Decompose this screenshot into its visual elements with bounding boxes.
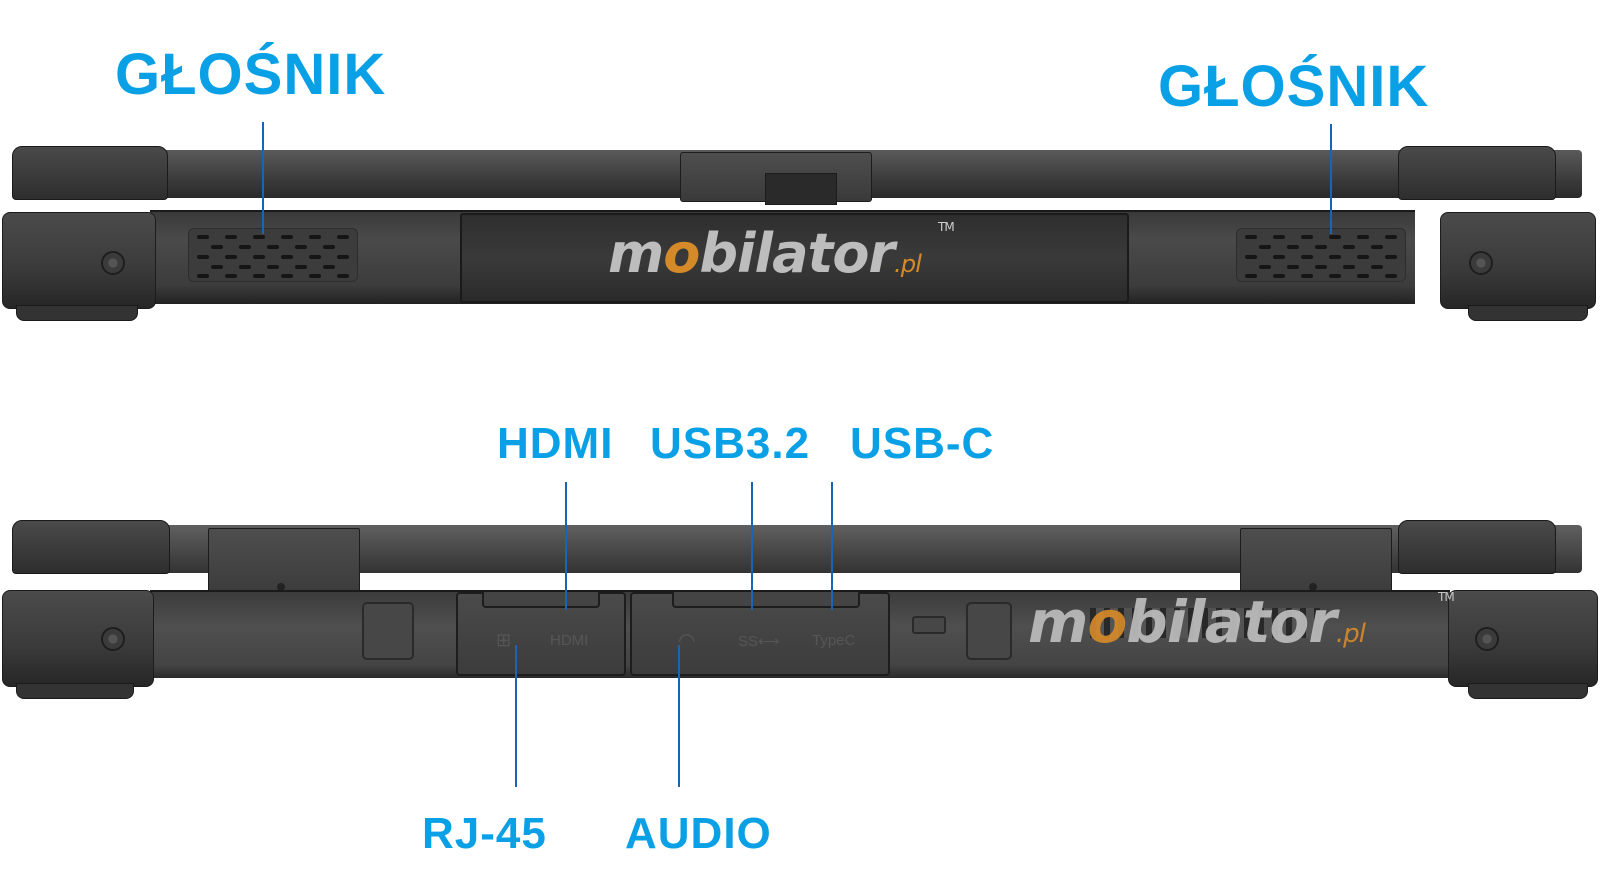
mobilator-logo: mobilator.pl TM [1028, 588, 1455, 656]
mobilator-logo: mobilator.pl TM [608, 220, 955, 285]
hinge-left [208, 528, 360, 600]
label-hdmi: HDMI [497, 419, 614, 468]
screw-icon [1475, 627, 1499, 651]
lan-icon: ⊞ [496, 630, 512, 650]
screw-icon [1469, 251, 1493, 275]
etched-typec: TypeC [812, 632, 856, 649]
label-rj45: RJ-45 [422, 809, 547, 858]
foot-right [1468, 305, 1588, 321]
base [150, 590, 1450, 678]
foot-left [16, 305, 138, 321]
center-latch-inner [765, 173, 837, 205]
bumper-left [2, 590, 154, 687]
logo-panel [460, 213, 1129, 303]
speaker-grille-left [188, 228, 358, 282]
screw-icon [101, 627, 125, 651]
leader-rj45 [515, 645, 517, 787]
port-door-lan-hdmi[interactable]: ⊞ HDMI [456, 592, 626, 676]
foot-right [1468, 683, 1588, 699]
leader-usb32 [751, 482, 753, 610]
bumper-right [1448, 590, 1598, 687]
leader-left-speaker [262, 122, 264, 234]
top-view: GŁOŚNIK GŁOŚNIK mobilator.pl TM [0, 0, 1600, 340]
foot-left [16, 683, 134, 699]
leader-audio [678, 645, 680, 787]
kensington-slot-cover [362, 602, 414, 660]
port-door-audio-usb[interactable]: ◠ SS⟷ TypeC [630, 592, 890, 676]
etched-usb: SS⟷ [738, 633, 780, 650]
dc-in-cover [966, 602, 1012, 660]
label-right-speaker: GŁOŚNIK [1158, 54, 1430, 119]
hinge-right [1240, 528, 1392, 600]
screw-icon [101, 251, 125, 275]
bumper-right [1440, 212, 1596, 309]
bumper-left [2, 212, 156, 309]
label-usbc: USB-C [850, 419, 995, 468]
label-usb32: USB3.2 [650, 419, 811, 468]
label-left-speaker: GŁOŚNIK [115, 42, 387, 107]
etched-hdmi: HDMI [550, 632, 589, 649]
lid-corner-right [1398, 520, 1556, 574]
speaker-grille-right [1236, 228, 1406, 282]
leader-hdmi [565, 482, 567, 610]
sim-slot-cover [912, 616, 946, 634]
headphone-icon: ◠ [678, 630, 696, 652]
leader-usbc [831, 482, 833, 610]
vent-fins [1090, 608, 1320, 638]
lid-corner-right [1398, 146, 1556, 200]
leader-right-speaker [1330, 124, 1332, 234]
label-audio: AUDIO [625, 809, 772, 858]
lid-corner-left [12, 146, 168, 200]
lid-corner-left [12, 520, 170, 574]
lid [16, 525, 1582, 573]
